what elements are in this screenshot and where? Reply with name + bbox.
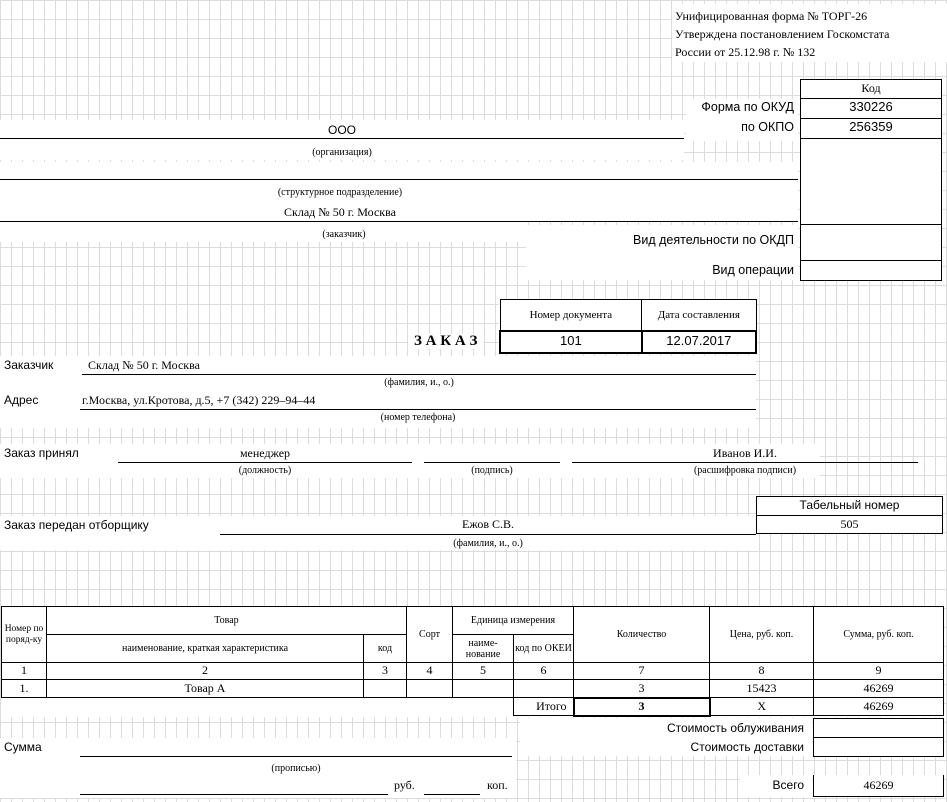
transferred-caption: (фамилия, и., о.) bbox=[453, 538, 523, 549]
total-sum[interactable]: 46269 bbox=[813, 697, 944, 716]
approval-line: Утверждена постановлением Госкомстата bbox=[675, 27, 890, 41]
col-okei-header: код по ОКЕИ bbox=[513, 634, 574, 663]
row-num[interactable]: 1. bbox=[1, 679, 47, 698]
accepted-name-caption: (расшифровка подписи) bbox=[693, 465, 797, 476]
customer-value[interactable]: Склад № 50 г. Москва bbox=[88, 358, 200, 372]
tab-number-table: Табельный номер 505 bbox=[756, 496, 943, 534]
grand-total-value[interactable]: 46269 bbox=[863, 778, 894, 792]
col-unit-name-header: наиме-нование bbox=[452, 634, 514, 663]
delivery-label: Стоимость доставки bbox=[690, 740, 804, 754]
sum-label: Сумма bbox=[4, 740, 42, 754]
doc-number-header: Номер документа bbox=[499, 299, 643, 331]
customer-caption: (фамилия, и., о.) bbox=[384, 377, 454, 388]
col-name-header: наименование, краткая характеристика bbox=[46, 634, 364, 663]
transferred-label: Заказ передан отборщику bbox=[4, 518, 149, 532]
address-caption: (номер телефона) bbox=[380, 412, 456, 423]
address-value[interactable]: г.Москва, ул.Кротова, д.5, +7 (342) 229–… bbox=[82, 393, 316, 407]
total-price: X bbox=[709, 697, 814, 716]
kop-label: коп. bbox=[487, 778, 508, 792]
row-name[interactable]: Товар А bbox=[46, 679, 364, 698]
accepted-position[interactable]: менеджер bbox=[239, 446, 291, 460]
col-code-header: код bbox=[363, 634, 407, 663]
total-qty[interactable]: 3 bbox=[572, 696, 711, 717]
sum-words-caption: (прописью) bbox=[271, 763, 321, 774]
service-value[interactable] bbox=[813, 718, 944, 738]
col-number: 6 bbox=[513, 662, 574, 680]
grand-total-label: Всего bbox=[772, 778, 804, 792]
form-header-block bbox=[672, 4, 947, 62]
organization-caption: (организация) bbox=[312, 147, 372, 158]
goods-table: Номер по поряд-ку Товар Сорт Единица изм… bbox=[1, 606, 944, 717]
row-qty[interactable]: 3 bbox=[573, 679, 710, 698]
delivery-value[interactable] bbox=[813, 737, 944, 757]
operation-label: Вид операции bbox=[712, 263, 794, 277]
accepted-label: Заказ принял bbox=[4, 446, 79, 460]
col-number: 3 bbox=[363, 662, 407, 680]
row-price[interactable]: 15423 bbox=[709, 679, 814, 698]
col-sum-header: Сумма, руб. коп. bbox=[813, 606, 944, 663]
division-caption: (структурное подразделение) bbox=[277, 187, 403, 198]
col-number: 4 bbox=[406, 662, 453, 680]
rub-label: руб. bbox=[394, 778, 415, 792]
address-label: Адрес bbox=[4, 393, 39, 407]
okud-value[interactable]: 330226 bbox=[849, 99, 893, 114]
okud-label: Форма по ОКУД bbox=[701, 100, 794, 114]
approval-date-line: России от 25.12.98 г. № 132 bbox=[675, 45, 816, 59]
okpo-label: по ОКПО bbox=[741, 120, 794, 134]
col-number: 7 bbox=[573, 662, 710, 680]
accepted-position-caption: (должность) bbox=[238, 465, 292, 476]
doc-number-value[interactable]: 101 bbox=[499, 329, 643, 354]
service-label: Стоимость облуживания bbox=[666, 721, 804, 735]
col-number: 8 bbox=[709, 662, 814, 680]
doc-title: З А К А З bbox=[408, 334, 484, 349]
tab-number-header: Табельный номер bbox=[756, 496, 943, 516]
row-sort[interactable] bbox=[406, 679, 453, 698]
row-okei[interactable] bbox=[513, 679, 574, 698]
okdp-label: Вид деятельности по ОКДП bbox=[633, 233, 794, 247]
col-number: 9 bbox=[813, 662, 944, 680]
accepted-name[interactable]: Иванов И.И. bbox=[713, 446, 777, 460]
row-code[interactable] bbox=[363, 679, 407, 698]
col-sort-header: Сорт bbox=[406, 606, 453, 663]
col-number: 5 bbox=[452, 662, 514, 680]
tab-number-value[interactable]: 505 bbox=[756, 515, 943, 534]
customer-org-caption: (заказчик) bbox=[322, 229, 366, 240]
row-unit[interactable] bbox=[452, 679, 514, 698]
doc-date-value[interactable]: 12.07.2017 bbox=[640, 329, 758, 354]
doc-date-header: Дата составления bbox=[641, 299, 757, 331]
col-number: 2 bbox=[46, 662, 364, 680]
row-sum[interactable]: 46269 bbox=[813, 679, 944, 698]
total-row: Итого 3 X 46269 bbox=[2, 696, 944, 717]
code-header: Код bbox=[861, 81, 881, 95]
col-goods-header: Товар bbox=[46, 606, 407, 635]
col-num-header: Номер по поряд-ку bbox=[1, 606, 47, 663]
col-unit-header: Единица измерения bbox=[452, 606, 574, 635]
form-name: Унифицированная форма № ТОРГ-26 bbox=[675, 9, 868, 23]
customer-label: Заказчик bbox=[4, 358, 54, 372]
codes-box bbox=[800, 79, 942, 281]
okpo-value[interactable]: 256359 bbox=[849, 119, 893, 134]
total-label: Итого bbox=[513, 697, 574, 716]
transferred-name[interactable]: Ежов С.В. bbox=[462, 517, 514, 531]
customer-org-value[interactable]: Склад № 50 г. Москва bbox=[284, 205, 396, 219]
col-price-header: Цена, руб. коп. bbox=[709, 606, 814, 663]
col-qty-header: Количество bbox=[573, 606, 710, 663]
doc-number-table: Номер документа Дата составления 101 12.… bbox=[499, 299, 758, 354]
col-number: 1 bbox=[1, 662, 47, 680]
accepted-signature-caption: (подпись) bbox=[471, 465, 513, 476]
table-row: 1. Товар А 3 15423 46269 bbox=[1, 679, 944, 698]
footer-values bbox=[813, 718, 944, 757]
organization-value[interactable]: ООО bbox=[327, 123, 356, 137]
